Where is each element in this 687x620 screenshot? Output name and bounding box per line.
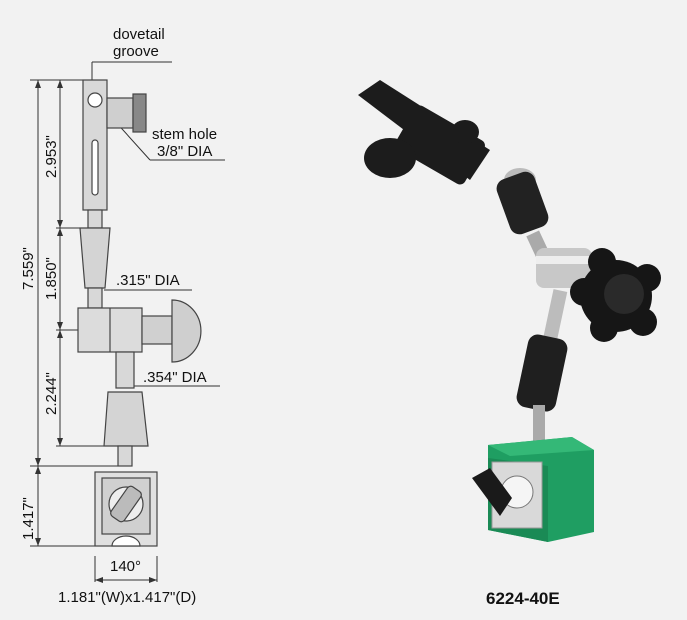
dovetail-label-line2: groove (113, 43, 159, 60)
base-size-label: 1.181"(W)x1.417"(D) (58, 589, 197, 606)
lower-dia-label: .354" DIA (143, 369, 207, 386)
stem-hole-label-line2: 3/8" DIA (157, 143, 213, 160)
base-height-dim: 1.417" (20, 497, 37, 540)
product-image (358, 80, 661, 542)
middle-arm-dim: 1.850" (43, 257, 60, 300)
upper-dia-label: .315" DIA (116, 272, 180, 289)
model-number: 6224-40E (486, 589, 560, 608)
stem-hole-label-line1: stem hole (152, 126, 218, 143)
overall-height-dim: 7.559" (20, 247, 37, 290)
angle-label: 140° (110, 558, 142, 575)
lower-arm-dim: 2.244" (43, 372, 60, 415)
upper-arm-dim: 2.953" (43, 135, 60, 178)
dovetail-label-line1: dovetail (113, 26, 165, 43)
